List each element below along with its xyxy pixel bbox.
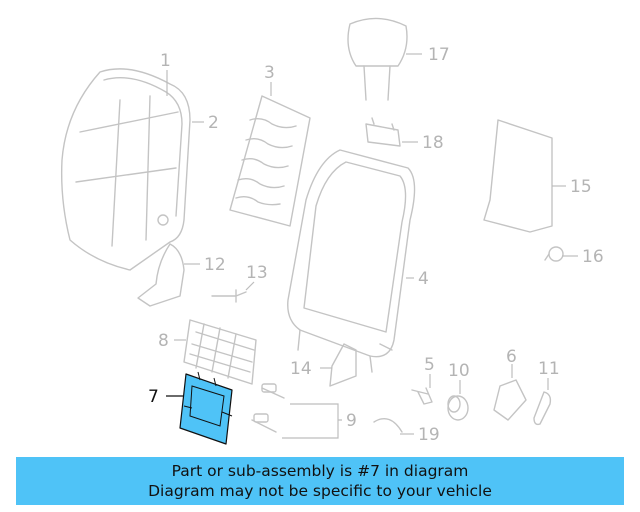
part-9-cables: [251, 383, 285, 433]
parts-diagram: 1 2 3 4 5 6 7 8 9 10 11 12 13 14 15 16 1…: [61, 17, 604, 445]
part-11-lever: [533, 391, 552, 426]
part-6-recliner-bracket: [493, 379, 527, 421]
part-19-wire: [373, 418, 403, 433]
leader-lines: [166, 53, 578, 439]
part-16-clip: [544, 246, 564, 262]
banner-line-disclaimer: Diagram may not be specific to your vehi…: [148, 482, 492, 500]
part-8-lumbar-support-grid: [183, 319, 257, 385]
callout-5: 5: [424, 355, 435, 375]
callout-18: 18: [422, 133, 444, 153]
part-5-bolt: [411, 387, 433, 405]
callout-16: 16: [582, 247, 604, 267]
part-14-cover: [329, 343, 357, 387]
callout-11: 11: [538, 359, 560, 379]
info-banner: Part or sub-assembly is #7 in diagram Di…: [16, 457, 624, 505]
callout-2: 2: [208, 113, 219, 133]
part-13-pin: [211, 289, 247, 303]
callout-8: 8: [158, 331, 169, 351]
callout-13: 13: [246, 263, 268, 283]
part-15-back-panel: [483, 119, 553, 233]
callout-19: 19: [418, 425, 440, 445]
callout-15: 15: [570, 177, 592, 197]
part-12-side-bracket: [137, 243, 185, 307]
part-10-nut: [447, 395, 469, 421]
callout-1: 1: [160, 51, 171, 71]
callout-6: 6: [506, 347, 517, 367]
part-17-headrest: [347, 17, 408, 101]
callout-14: 14: [290, 359, 312, 379]
part-18-headrest-guide: [365, 117, 401, 147]
callout-17: 17: [428, 45, 450, 65]
callout-4: 4: [418, 269, 429, 289]
part-4-seat-back-frame: [287, 149, 416, 373]
callout-7: 7: [148, 387, 159, 407]
callout-12: 12: [204, 255, 226, 275]
callout-3: 3: [264, 63, 275, 83]
callout-10: 10: [448, 361, 470, 381]
part-7-lumbar-module-highlighted: [179, 371, 233, 445]
banner-line-part: Part or sub-assembly is #7 in diagram: [171, 462, 469, 480]
callout-9: 9: [346, 411, 357, 431]
part-3-seat-back-pad: [229, 95, 311, 227]
part-2-seat-back-cushion: [61, 68, 191, 271]
